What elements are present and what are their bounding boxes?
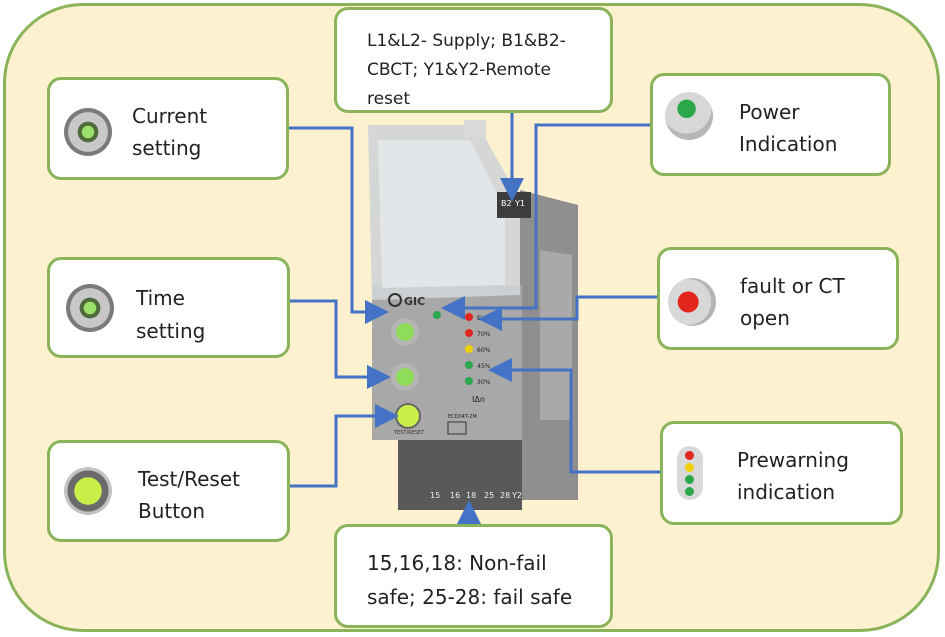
callout-time-line1: Time [136, 286, 185, 310]
callout-fault-ct-open: fault or CT open [657, 247, 899, 350]
callout-relay-line1: 15,16,18: Non-fail [367, 551, 547, 575]
callout-supply-line3: reset [367, 89, 411, 109]
callout-time-line2: setting [136, 319, 206, 343]
time-dial-icon [66, 284, 114, 332]
led-label-30: 30% [477, 379, 491, 386]
transparent-cover [368, 120, 520, 300]
connector-current [288, 126, 389, 324]
callout-test-line2: Button [138, 499, 205, 523]
brand-logo-icon [388, 293, 402, 307]
connector-test [289, 404, 399, 488]
connector-fault [478, 295, 657, 331]
top-terminal-label-y1: Y1 [514, 199, 525, 208]
relay-body-side [520, 190, 578, 500]
led-label-70: 70% [477, 331, 491, 338]
test-reset-button[interactable] [395, 403, 421, 429]
callout-supply-line1: L1&L2- Supply; B1&B2- [367, 31, 566, 51]
callout-relay-contacts: 15,16,18: Non-fail safe; 25-28: fail saf… [334, 524, 613, 628]
terminal-18: 18 [466, 491, 476, 500]
callout-supply-terminals: L1&L2- Supply; B1&B2- CBCT; Y1&Y2-Remote… [334, 7, 613, 113]
callout-prewarning-line1: Prewarning [737, 448, 849, 472]
callout-power-indication: Power Indication [650, 73, 891, 176]
callout-fault-line2: open [740, 306, 790, 330]
led-60 [465, 345, 473, 353]
test-button-icon [64, 467, 112, 515]
terminal-15: 15 [430, 491, 440, 500]
circuit-symbol-icon [447, 421, 467, 435]
led-el [465, 313, 473, 321]
terminal-28: 28 [500, 491, 510, 500]
power-led-icon [665, 92, 713, 140]
callout-test-line1: Test/Reset [138, 467, 240, 491]
test-reset-label: TEST/RESET [393, 430, 425, 436]
callout-power-line1: Power [739, 100, 800, 124]
current-dial-icon [64, 108, 112, 156]
led-45 [465, 361, 473, 369]
top-terminal-label-b2: B2 [501, 199, 512, 208]
power-led [433, 311, 441, 319]
callout-relay-line2: safe; 25-28: fail safe [367, 585, 573, 609]
led-label-60: 60% [477, 347, 491, 354]
terminal-25: 25 [484, 491, 494, 500]
led-label-el: EL [477, 315, 485, 322]
connector-time [289, 299, 391, 389]
callout-power-line2: Indication [739, 132, 838, 156]
led-30 [465, 377, 473, 385]
callout-supply-line2: CBCT; Y1&Y2-Remote [367, 60, 552, 80]
bottom-terminals: 15 16 18 25 28 Y2 [430, 491, 522, 500]
idn-symbol: IΔn [472, 395, 485, 404]
model-number: ECD04T-2M [448, 414, 477, 420]
prewarning-leds-icon [677, 446, 703, 500]
callout-fault-line1: fault or CT [740, 274, 845, 298]
led-label-45: 45% [477, 363, 491, 370]
callout-time-setting: Time setting [47, 257, 290, 358]
connector-lines [288, 110, 660, 527]
relay-terminal-block [398, 440, 522, 510]
callout-current-line2: setting [132, 136, 202, 160]
callout-prewarning-line2: indication [737, 480, 836, 504]
brand-name: GIC [404, 295, 425, 308]
callout-current-line1: Current [132, 104, 208, 128]
callout-current-setting: Current setting [47, 77, 289, 180]
led-70 [465, 329, 473, 337]
terminal-16: 16 [450, 491, 460, 500]
fault-led-icon [668, 278, 716, 326]
terminal-y2: Y2 [511, 491, 522, 500]
connector-prewarning [488, 358, 660, 474]
callout-test-reset: Test/Reset Button [47, 440, 290, 542]
callout-prewarning: Prewarning indication [660, 421, 903, 525]
